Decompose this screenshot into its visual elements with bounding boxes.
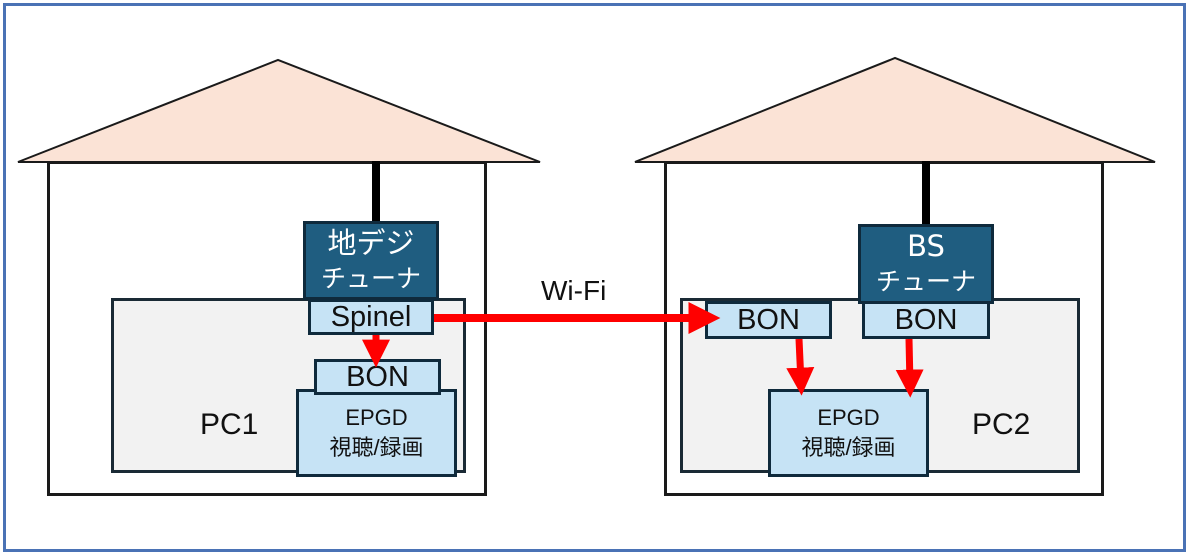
spinel-label: Spinel xyxy=(330,300,412,333)
epgd-label: EPGD xyxy=(817,405,880,430)
bon-label: BON xyxy=(737,303,800,336)
local-bon-to-epgd-arrow xyxy=(895,338,924,398)
pc2-bon-local-box: BON xyxy=(862,301,990,339)
wifi-label: Wi-Fi xyxy=(541,275,607,306)
bs-tuner: BS チューナ xyxy=(858,224,994,304)
pc2-epgd-box: EPGD 視聴/録画 xyxy=(768,389,929,477)
tuner-line2: チューナ xyxy=(320,263,421,293)
diagram-frame xyxy=(3,3,1186,552)
epgd-label: EPGD xyxy=(345,405,408,430)
tuner-line1: BS xyxy=(907,229,945,263)
terrestrial-tuner: 地デジ チューナ xyxy=(303,221,439,300)
tuner-line1: 地デジ xyxy=(327,225,415,260)
pc2-bon-remote-box: BON xyxy=(705,301,832,339)
spinel-box: Spinel xyxy=(308,299,434,335)
pc2-label: PC2 xyxy=(972,408,1031,441)
antenna-cable-1 xyxy=(372,161,380,223)
bon-label: BON xyxy=(894,303,958,336)
remote-bon-to-epgd-arrow xyxy=(786,338,815,396)
pc1-epgd-box: EPGD 視聴/録画 xyxy=(296,389,457,477)
antenna-cable-2 xyxy=(922,161,930,226)
tuner-line2: チューナ xyxy=(875,267,976,296)
epgd-sublabel: 視聴/録画 xyxy=(801,435,896,460)
epgd-sublabel: 視聴/録画 xyxy=(329,435,424,460)
pc1-label: PC1 xyxy=(200,408,259,441)
